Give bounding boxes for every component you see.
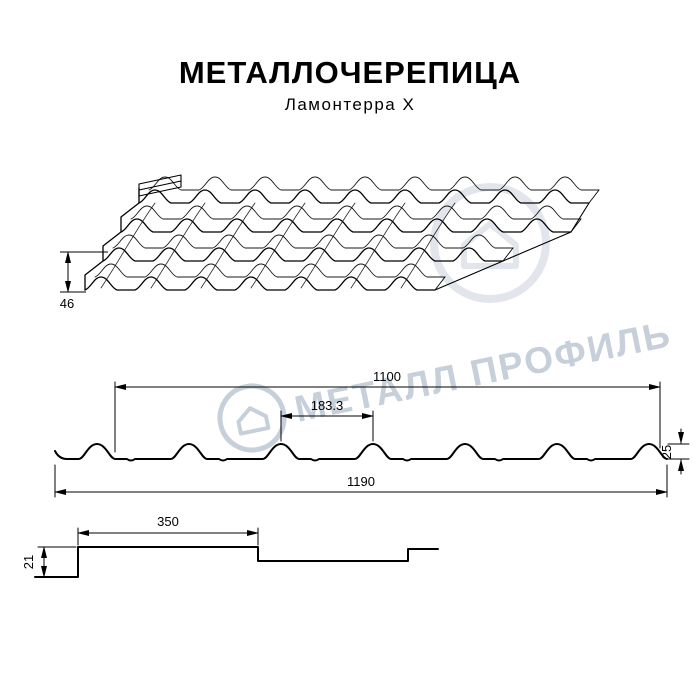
step-section bbox=[34, 527, 439, 578]
perspective-view bbox=[84, 174, 600, 291]
house-in-circle-icon bbox=[430, 183, 550, 303]
dim-25 bbox=[667, 428, 690, 475]
dim-1100-label: 1100 bbox=[373, 369, 401, 384]
house-icon bbox=[461, 221, 519, 269]
dim-21 bbox=[37, 546, 77, 578]
dim-21-label: 21 bbox=[21, 555, 36, 569]
sheet-right-edge bbox=[434, 202, 590, 291]
page-title: МЕТАЛЛОЧЕРЕПИЦА bbox=[178, 55, 522, 90]
ridge-strip bbox=[138, 174, 182, 197]
dim-183 bbox=[280, 410, 374, 442]
tile-seam-lines bbox=[100, 202, 456, 289]
watermark-text: МЕТАЛЛ ПРОФИЛЬ bbox=[291, 313, 675, 430]
dim-1190 bbox=[54, 464, 668, 498]
dim-350-label: 350 bbox=[157, 514, 179, 529]
cross-section bbox=[54, 381, 690, 498]
step-profile bbox=[34, 546, 439, 578]
page-subtitle: Ламонтерра Х bbox=[284, 95, 416, 114]
dim-1190-label: 1190 bbox=[347, 474, 375, 489]
profile-curve bbox=[54, 443, 668, 462]
watermark-large-logo bbox=[430, 183, 550, 303]
dim-350 bbox=[77, 527, 259, 546]
dim-183-label: 183.3 bbox=[311, 398, 344, 413]
dim-1100 bbox=[114, 381, 661, 453]
dim-46 bbox=[60, 251, 108, 293]
watermark: МЕТАЛЛ ПРОФИЛЬ bbox=[217, 313, 675, 453]
dim-46-label: 46 bbox=[60, 296, 74, 311]
dim-25-label: 25 bbox=[659, 445, 674, 459]
sheet-left-edge bbox=[84, 187, 140, 291]
house-icon bbox=[236, 406, 271, 436]
row-end-connectors bbox=[434, 189, 600, 291]
